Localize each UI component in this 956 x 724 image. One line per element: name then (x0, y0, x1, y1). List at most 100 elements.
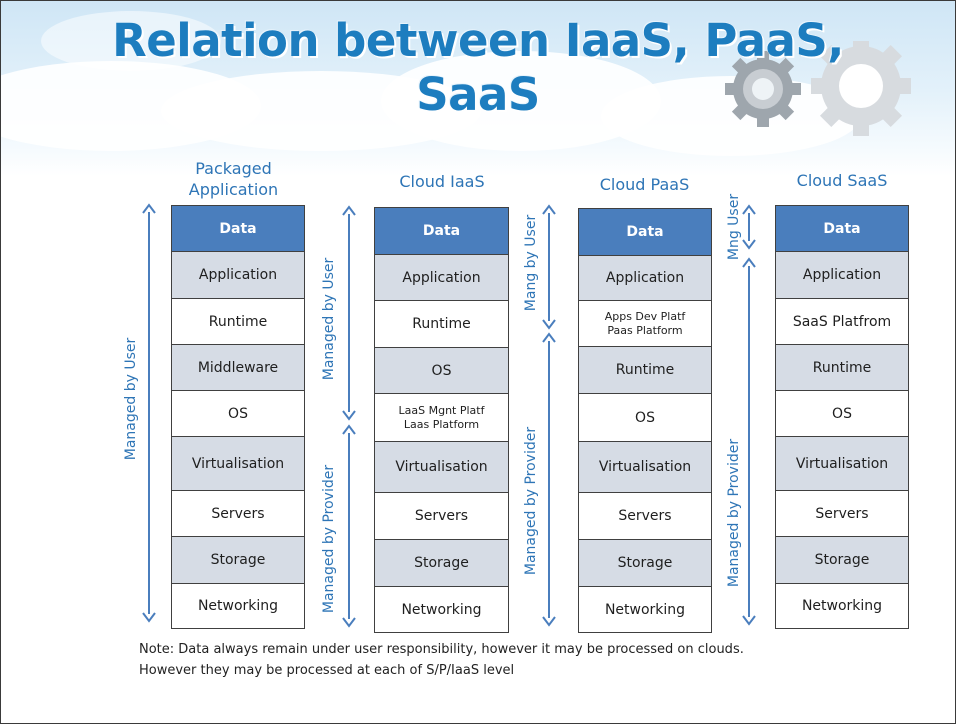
slide-title-line2: SaaS (416, 68, 540, 121)
layer-saas-platfrom: SaaS Platfrom (775, 298, 909, 345)
layer-label: Data (422, 223, 461, 239)
cloud-decoration (41, 11, 221, 71)
arrow-head-down (742, 239, 756, 250)
layer-label: Middleware (197, 359, 279, 376)
layer-application: Application (171, 251, 305, 299)
layer-label: Data (219, 220, 257, 237)
layer-storage: Storage (775, 536, 909, 584)
arrow-head-down (342, 617, 356, 628)
layer-runtime: Runtime (171, 298, 305, 345)
layer-label: Networking (604, 601, 686, 618)
note: Note: Data always remain under user resp… (139, 639, 899, 681)
responsibility-label: Mang by User (523, 214, 539, 312)
column-header-line: Packaged (195, 159, 272, 178)
layer-label: Runtime (412, 316, 471, 332)
arrow-head-up (542, 332, 556, 343)
layer-networking: Networking (578, 586, 712, 633)
layer-label: Application (402, 269, 481, 286)
layer-label-line: LaaS Mgnt Platf (398, 403, 485, 417)
layer-runtime: Runtime (775, 344, 909, 391)
arrow-head-up (342, 205, 356, 216)
responsibility-label: Managed by Provider (321, 464, 337, 614)
layer-application: Application (578, 255, 712, 301)
layer-virtualisation: Virtualisation (578, 441, 712, 493)
layer-label: Virtualisation (395, 459, 488, 475)
arrow-head-up (542, 204, 556, 215)
layer-networking: Networking (374, 586, 509, 633)
layer-label: Networking (197, 598, 279, 614)
layer-os: OS (374, 347, 509, 394)
layer-label-line: Laas Platform (403, 417, 480, 431)
layer-data: Data (775, 205, 909, 252)
arrow-head-down (542, 616, 556, 627)
responsibility-label: Managed by User (321, 257, 337, 381)
layer-label: Servers (815, 505, 869, 522)
layer-label: Runtime (812, 359, 872, 376)
layer-label: Virtualisation (191, 455, 285, 472)
layer-application: Application (775, 251, 909, 299)
layer-label: Runtime (208, 313, 268, 330)
layer-label-line: Apps Dev Platf (604, 309, 686, 323)
layer-label: Storage (210, 552, 266, 568)
layer-servers: Servers (374, 492, 509, 540)
layer-networking: Networking (171, 583, 305, 629)
layer-data: Data (171, 205, 305, 252)
layer-label: Runtime (615, 362, 675, 378)
layer-data: Data (374, 207, 509, 255)
layer-label: Data (626, 224, 664, 240)
layer-label: Application (605, 270, 685, 286)
layer-label: OS (228, 405, 248, 422)
layer-label: Application (198, 267, 278, 283)
arrow-head-down (742, 615, 756, 626)
layer-os: OS (775, 390, 909, 437)
layer-label: OS (832, 405, 852, 422)
arrow-head-up (742, 257, 756, 268)
arrow-head-up (142, 203, 156, 214)
layer-label: Virtualisation (795, 455, 889, 472)
note-line-1: Note: Data always remain under user resp… (139, 642, 744, 657)
layer-storage: Storage (578, 539, 712, 587)
column-header-line: Cloud IaaS (399, 172, 485, 191)
layer-runtime: Runtime (374, 300, 509, 348)
layer-label-line: Paas Platform (607, 323, 683, 337)
layer-label: Data (823, 220, 861, 237)
layer-label: Storage (414, 555, 469, 571)
layer-label: Networking (401, 601, 482, 618)
layer-label: Storage (814, 552, 870, 568)
layer-label: Networking (801, 598, 883, 614)
column-header-line: Cloud SaaS (796, 171, 888, 190)
layer-networking: Networking (775, 583, 909, 629)
arrow-head-up (742, 204, 756, 215)
column-header: Cloud IaaS (367, 171, 517, 192)
layer-os: OS (171, 390, 305, 437)
responsibility-label: Managed by Provider (726, 438, 742, 588)
layer-data: Data (578, 208, 712, 256)
column-header-line: Cloud PaaS (599, 175, 690, 194)
layer-storage: Storage (374, 539, 509, 587)
layer-servers: Servers (171, 490, 305, 537)
arrow-head-down (142, 612, 156, 623)
layer-virtualisation: Virtualisation (374, 441, 509, 493)
arrow-head-down (542, 319, 556, 330)
column-header-line: Application (188, 180, 279, 199)
layer-middleware: Middleware (171, 344, 305, 391)
column-header: Cloud PaaS (567, 174, 722, 195)
column-header: Cloud SaaS (767, 170, 917, 191)
responsibility-label: Managed by Provider (523, 426, 539, 576)
note-line-2: However they may be processed at each of… (139, 663, 515, 678)
responsibility-label: Mng User (726, 193, 742, 261)
layer-virtualisation: Virtualisation (171, 436, 305, 491)
layer-storage: Storage (171, 536, 305, 584)
layer-servers: Servers (578, 492, 712, 540)
layer-os: OS (578, 393, 712, 442)
layer-label: OS (431, 362, 452, 379)
layer-label: SaaS Platfrom (792, 313, 892, 330)
layer-label: Servers (414, 508, 469, 524)
layer-label: Application (802, 267, 882, 283)
slide-title-line1: Relation between IaaS, PaaS, (112, 14, 844, 67)
